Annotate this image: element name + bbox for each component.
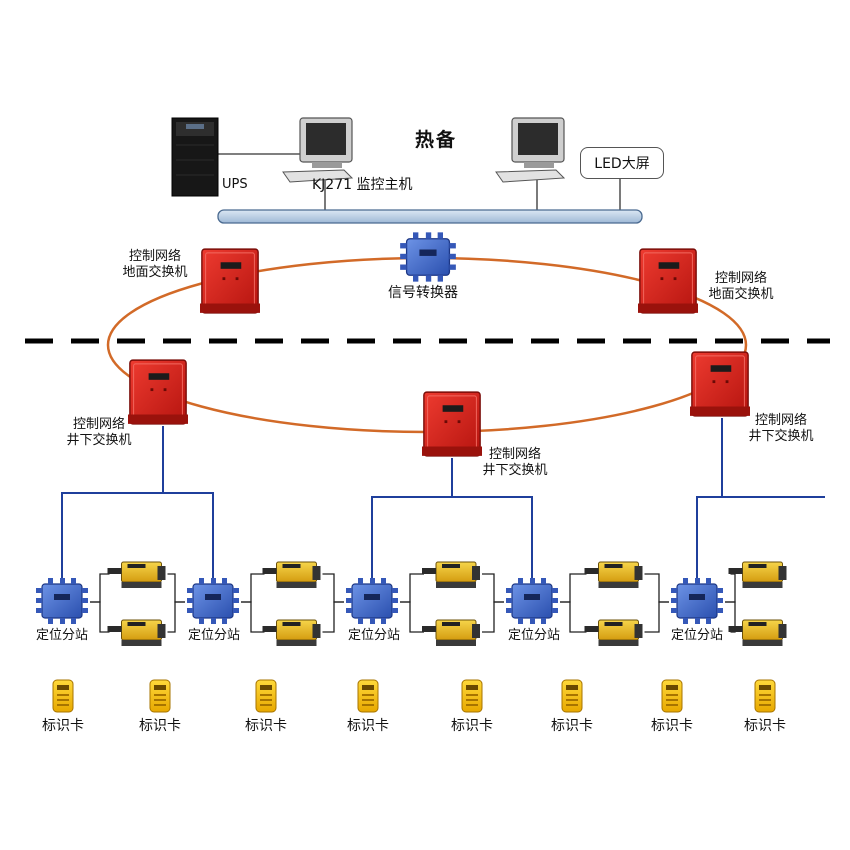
underground-switch-left bbox=[128, 359, 188, 425]
positioning-substation-icon bbox=[35, 578, 89, 624]
card-reader-icon bbox=[584, 619, 643, 647]
reader-link-line bbox=[90, 601, 185, 633]
reader-link-line bbox=[560, 601, 669, 633]
surface-switch-left-line2: 地面交换机 bbox=[122, 265, 188, 280]
underground-switch-left-label: 控制网络 井下交换机 bbox=[56, 417, 142, 449]
card-reader-icon bbox=[262, 619, 321, 647]
identification-card-icon bbox=[561, 679, 583, 713]
reader-link-line bbox=[725, 573, 736, 603]
ups-tower-icon bbox=[171, 117, 219, 197]
card-reader-icon bbox=[728, 561, 787, 589]
underground-switch-center-label: 控制网络 井下交换机 bbox=[472, 447, 558, 479]
identification-card-icon bbox=[255, 679, 277, 713]
identification-card-label: 标识卡 bbox=[42, 718, 84, 734]
identification-card-icon bbox=[149, 679, 171, 713]
substation-label: 定位分站 bbox=[35, 628, 88, 643]
surface-switch-right bbox=[638, 248, 698, 314]
underground-switch-center-line2: 井下交换机 bbox=[482, 463, 548, 478]
monitor-host-computer-icon bbox=[282, 117, 354, 183]
field-device-layer bbox=[35, 561, 787, 647]
substation-label: 定位分站 bbox=[670, 628, 723, 643]
identification-card-label: 标识卡 bbox=[651, 718, 693, 734]
ethernet-bus bbox=[217, 209, 643, 224]
positioning-substation-icon bbox=[186, 578, 240, 624]
substation-label: 定位分站 bbox=[187, 628, 240, 643]
underground-switch-right bbox=[690, 351, 750, 417]
underground-switch-left-line2: 井下交换机 bbox=[66, 433, 132, 448]
positioning-substation-icon bbox=[505, 578, 559, 624]
signal-converter bbox=[399, 232, 457, 282]
underground-switch-right-line1: 控制网络 bbox=[754, 413, 807, 428]
surface-switch-right-line1: 控制网络 bbox=[714, 271, 767, 286]
surface-switch-right-label: 控制网络 地面交换机 bbox=[698, 271, 784, 303]
ups-label: UPS bbox=[222, 177, 248, 192]
identification-card-icon bbox=[461, 679, 483, 713]
distribution-lines bbox=[61, 418, 825, 585]
underground-switch-right-label: 控制网络 井下交换机 bbox=[738, 413, 824, 445]
reader-link-line bbox=[400, 601, 504, 633]
identification-card-icon bbox=[661, 679, 683, 713]
identification-card-icon bbox=[52, 679, 74, 713]
identification-card-label: 标识卡 bbox=[139, 718, 181, 734]
card-reader-icon bbox=[107, 561, 166, 589]
underground-switch-left-line1: 控制网络 bbox=[72, 417, 125, 432]
surface-switch-left bbox=[200, 248, 260, 314]
reader-link-line bbox=[241, 601, 344, 633]
standby-computer-icon bbox=[495, 117, 566, 183]
signal-converter-label: 信号转换器 bbox=[388, 285, 458, 301]
identification-card-icon bbox=[357, 679, 379, 713]
card-reader-icon bbox=[422, 619, 481, 647]
identification-card-label: 标识卡 bbox=[551, 718, 593, 734]
substation-label: 定位分站 bbox=[507, 628, 560, 643]
hot-standby-label: 热备 bbox=[415, 129, 458, 151]
surface-switch-right-line2: 地面交换机 bbox=[708, 287, 774, 302]
substation-label: 定位分站 bbox=[347, 628, 400, 643]
underground-switch-center-line1: 控制网络 bbox=[488, 447, 541, 462]
positioning-substation-icon bbox=[670, 578, 724, 624]
card-reader-icon bbox=[107, 619, 166, 647]
identification-card-label: 标识卡 bbox=[347, 718, 389, 734]
surface-switch-left-line1: 控制网络 bbox=[128, 249, 181, 264]
identification-card-label: 标识卡 bbox=[744, 718, 786, 734]
surface-switch-left-label: 控制网络 地面交换机 bbox=[112, 249, 198, 281]
card-reader-icon bbox=[728, 619, 787, 647]
led-screen-box: LED大屏 bbox=[580, 147, 664, 179]
card-reader-icon bbox=[262, 561, 321, 589]
identification-card-label: 标识卡 bbox=[245, 718, 287, 734]
identification-card-label: 标识卡 bbox=[451, 718, 493, 734]
underground-switch-right-line2: 井下交换机 bbox=[748, 429, 814, 444]
card-reader-icon bbox=[584, 561, 643, 589]
led-screen-label: LED大屏 bbox=[594, 156, 650, 172]
identification-card-icon bbox=[754, 679, 776, 713]
card-reader-icon bbox=[422, 561, 481, 589]
monitor-host-label: KJ271 监控主机 bbox=[312, 177, 413, 193]
positioning-substation-icon bbox=[345, 578, 399, 624]
